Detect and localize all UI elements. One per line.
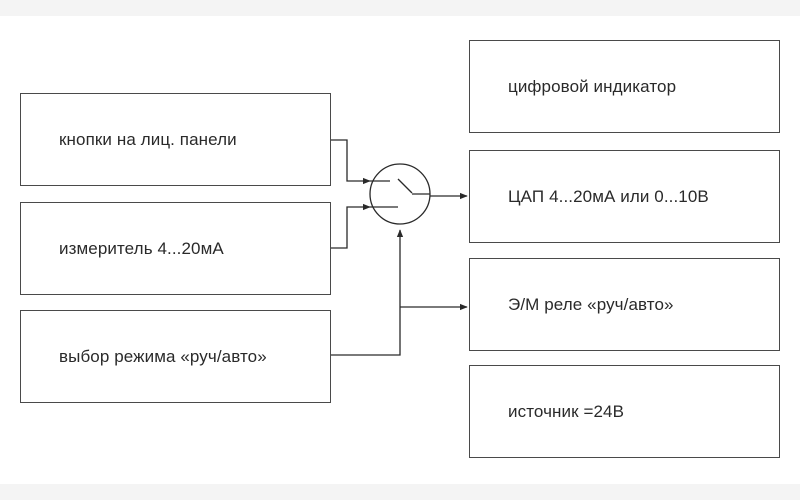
block-relay: Э/М реле «руч/авто»	[469, 258, 780, 351]
block-front-panel-buttons: кнопки на лиц. панели	[20, 93, 331, 186]
block-power-source: источник =24В	[469, 365, 780, 458]
wire-meter-to-switch	[331, 203, 371, 249]
block-label: источник =24В	[508, 401, 625, 421]
wire-buttons-to-switch	[331, 139, 371, 185]
block-meter: измеритель 4...20мА	[20, 202, 331, 295]
block-label: кнопки на лиц. панели	[59, 129, 237, 149]
block-digital-display: цифровой индикатор	[469, 40, 780, 133]
block-mode-select: выбор режима «руч/авто»	[20, 310, 331, 403]
block-label: измеритель 4...20мА	[59, 238, 224, 258]
wire-mode-to-switch-control	[331, 229, 404, 356]
block-label: выбор режима «руч/авто»	[59, 346, 267, 366]
selector-switch-icon	[369, 163, 431, 225]
block-label: ЦАП 4...20мА или 0...10В	[508, 186, 709, 206]
block-label: цифровой индикатор	[508, 76, 677, 96]
block-dac: ЦАП 4...20мА или 0...10В	[469, 150, 780, 243]
block-label: Э/М реле «руч/авто»	[508, 294, 674, 314]
top-band	[0, 0, 800, 16]
bottom-band	[0, 484, 800, 500]
